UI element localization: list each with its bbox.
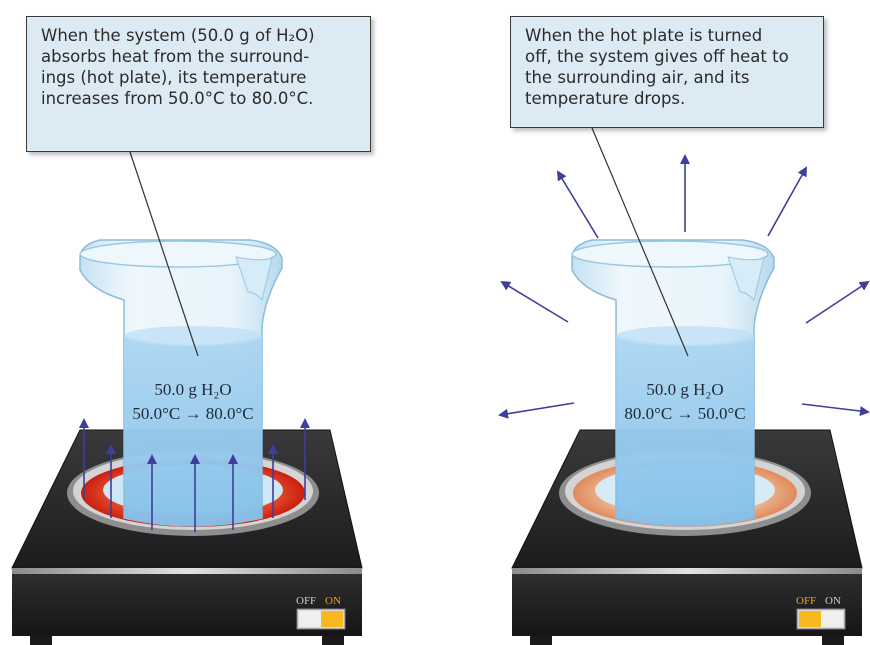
- heat-arrow: [805, 280, 870, 324]
- right-beaker: 50.0 g H₂O 80.0°C → 50.0°C: [571, 239, 775, 527]
- heat-arrow: [498, 402, 575, 419]
- left-leader-line: [129, 151, 199, 357]
- heat-arrow: [801, 403, 870, 417]
- left-caption-line: absorbs heat from the surround-: [41, 47, 310, 66]
- right-caption-line: temperature drops.: [525, 89, 686, 108]
- left-caption-line: When the system (50.0 g of H₂O): [41, 26, 315, 45]
- heat-arrow: [767, 166, 807, 237]
- right-switch-on-label: ON: [825, 595, 841, 607]
- left-beaker-temp-label: 50.0°C → 80.0°C: [132, 404, 253, 423]
- left-heat-arrows: [79, 418, 310, 532]
- right-caption-line: the surrounding air, and its: [525, 68, 750, 87]
- right-panel: OFF ON 50.0 g H₂O 80.0°C → 50.0°C: [498, 127, 870, 645]
- left-caption-line: increases from 50.0°C to 80.0°C.: [41, 89, 314, 108]
- left-beaker-mass-label: 50.0 g H₂O: [154, 380, 231, 399]
- left-switch-on-label: ON: [325, 595, 341, 607]
- heat-arrow: [500, 280, 569, 323]
- left-power-switch[interactable]: OFF ON: [296, 595, 346, 630]
- left-panel: OFF ON 50.0 g H₂O 50.0°C → 80.0°C: [11, 151, 363, 645]
- left-caption-box: When the system (50.0 g of H₂O) absorbs …: [26, 16, 371, 152]
- right-beaker-mass-label: 50.0 g H₂O: [646, 380, 723, 399]
- right-power-switch[interactable]: OFF ON: [796, 595, 846, 630]
- right-heat-arrows: [498, 154, 870, 419]
- right-caption-line: off, the system gives off heat to: [525, 47, 789, 66]
- left-switch-off-label: OFF: [296, 595, 316, 607]
- right-leader-line: [591, 127, 689, 357]
- heat-arrow: [556, 170, 599, 239]
- right-caption-line: When the hot plate is turned: [525, 26, 763, 45]
- right-switch-off-label: OFF: [796, 595, 816, 607]
- right-caption-box: When the hot plate is turned off, the sy…: [510, 16, 824, 128]
- left-caption-line: ings (hot plate), its temperature: [41, 68, 307, 87]
- right-beaker-temp-label: 80.0°C → 50.0°C: [624, 404, 745, 423]
